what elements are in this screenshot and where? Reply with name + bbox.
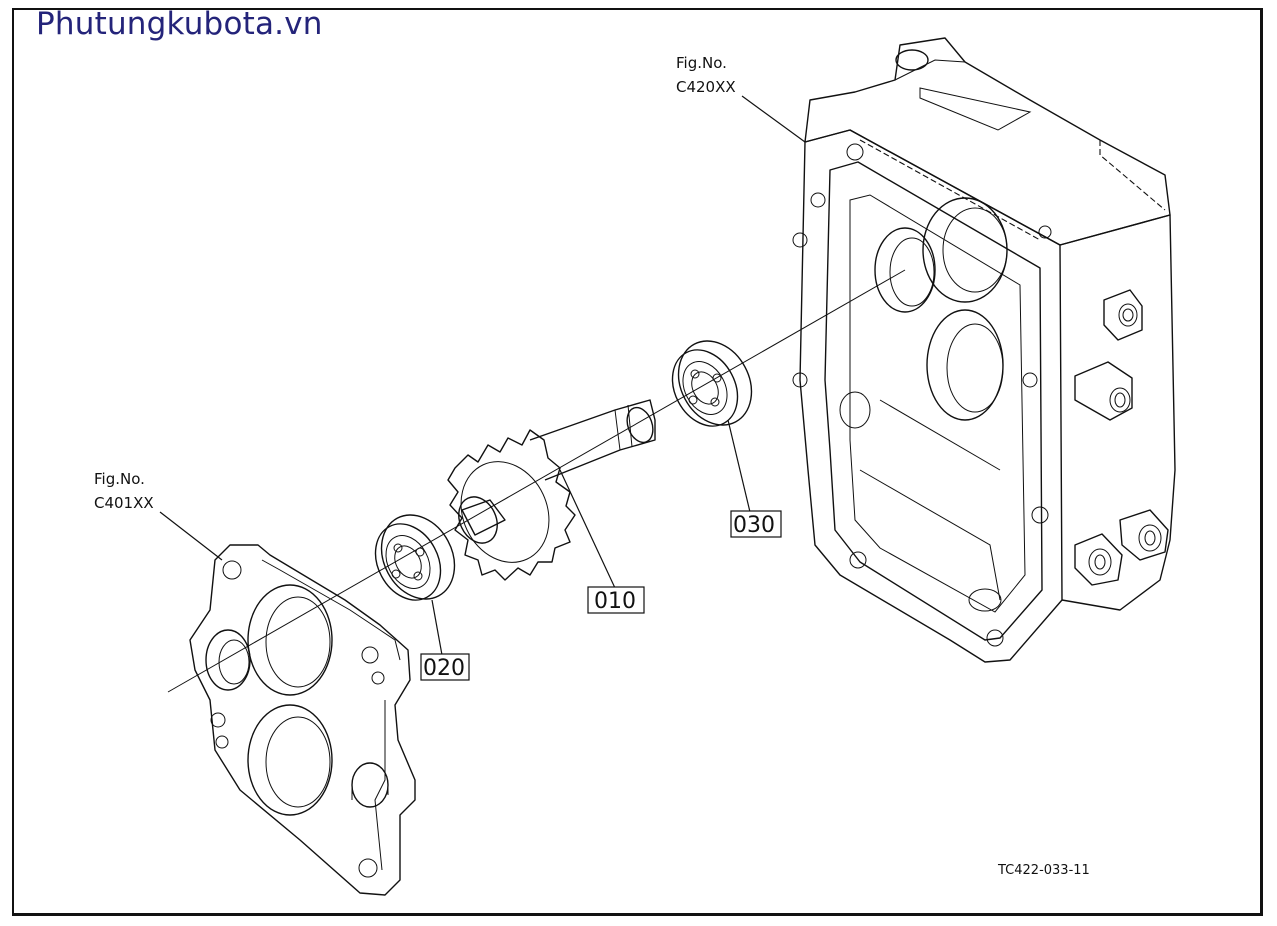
part-label-020[interactable]: 020 — [420, 653, 470, 681]
drawing-frame — [12, 8, 1263, 916]
part-label-010[interactable]: 010 — [587, 586, 645, 614]
leader-010 — [559, 469, 616, 589]
part-number-030: 030 — [733, 513, 775, 538]
leader-c401 — [159, 511, 223, 561]
drawing-code: TC422-033-11 — [997, 863, 1090, 878]
transmission-case — [792, 37, 1176, 663]
fig-ref-c401-line1: Fig.No. — [94, 470, 145, 488]
site-title: Phutungkubota.vn — [36, 6, 323, 42]
leader-030 — [727, 419, 751, 513]
fig-ref-c420-line2: C420XX — [676, 78, 736, 96]
bearing-030 — [671, 340, 753, 427]
cover-plate — [189, 544, 416, 896]
part-number-010: 010 — [594, 589, 636, 614]
bearing-020 — [374, 514, 456, 601]
fig-ref-c401-line2: C401XX — [94, 494, 154, 512]
leader-020 — [431, 599, 443, 656]
leader-c420 — [741, 95, 806, 143]
fig-ref-c420-line1: Fig.No. — [676, 54, 727, 72]
gear-shaft-010 — [447, 399, 656, 581]
assembly-axis — [167, 269, 906, 693]
part-label-030[interactable]: 030 — [730, 510, 782, 538]
part-number-020: 020 — [423, 656, 465, 681]
